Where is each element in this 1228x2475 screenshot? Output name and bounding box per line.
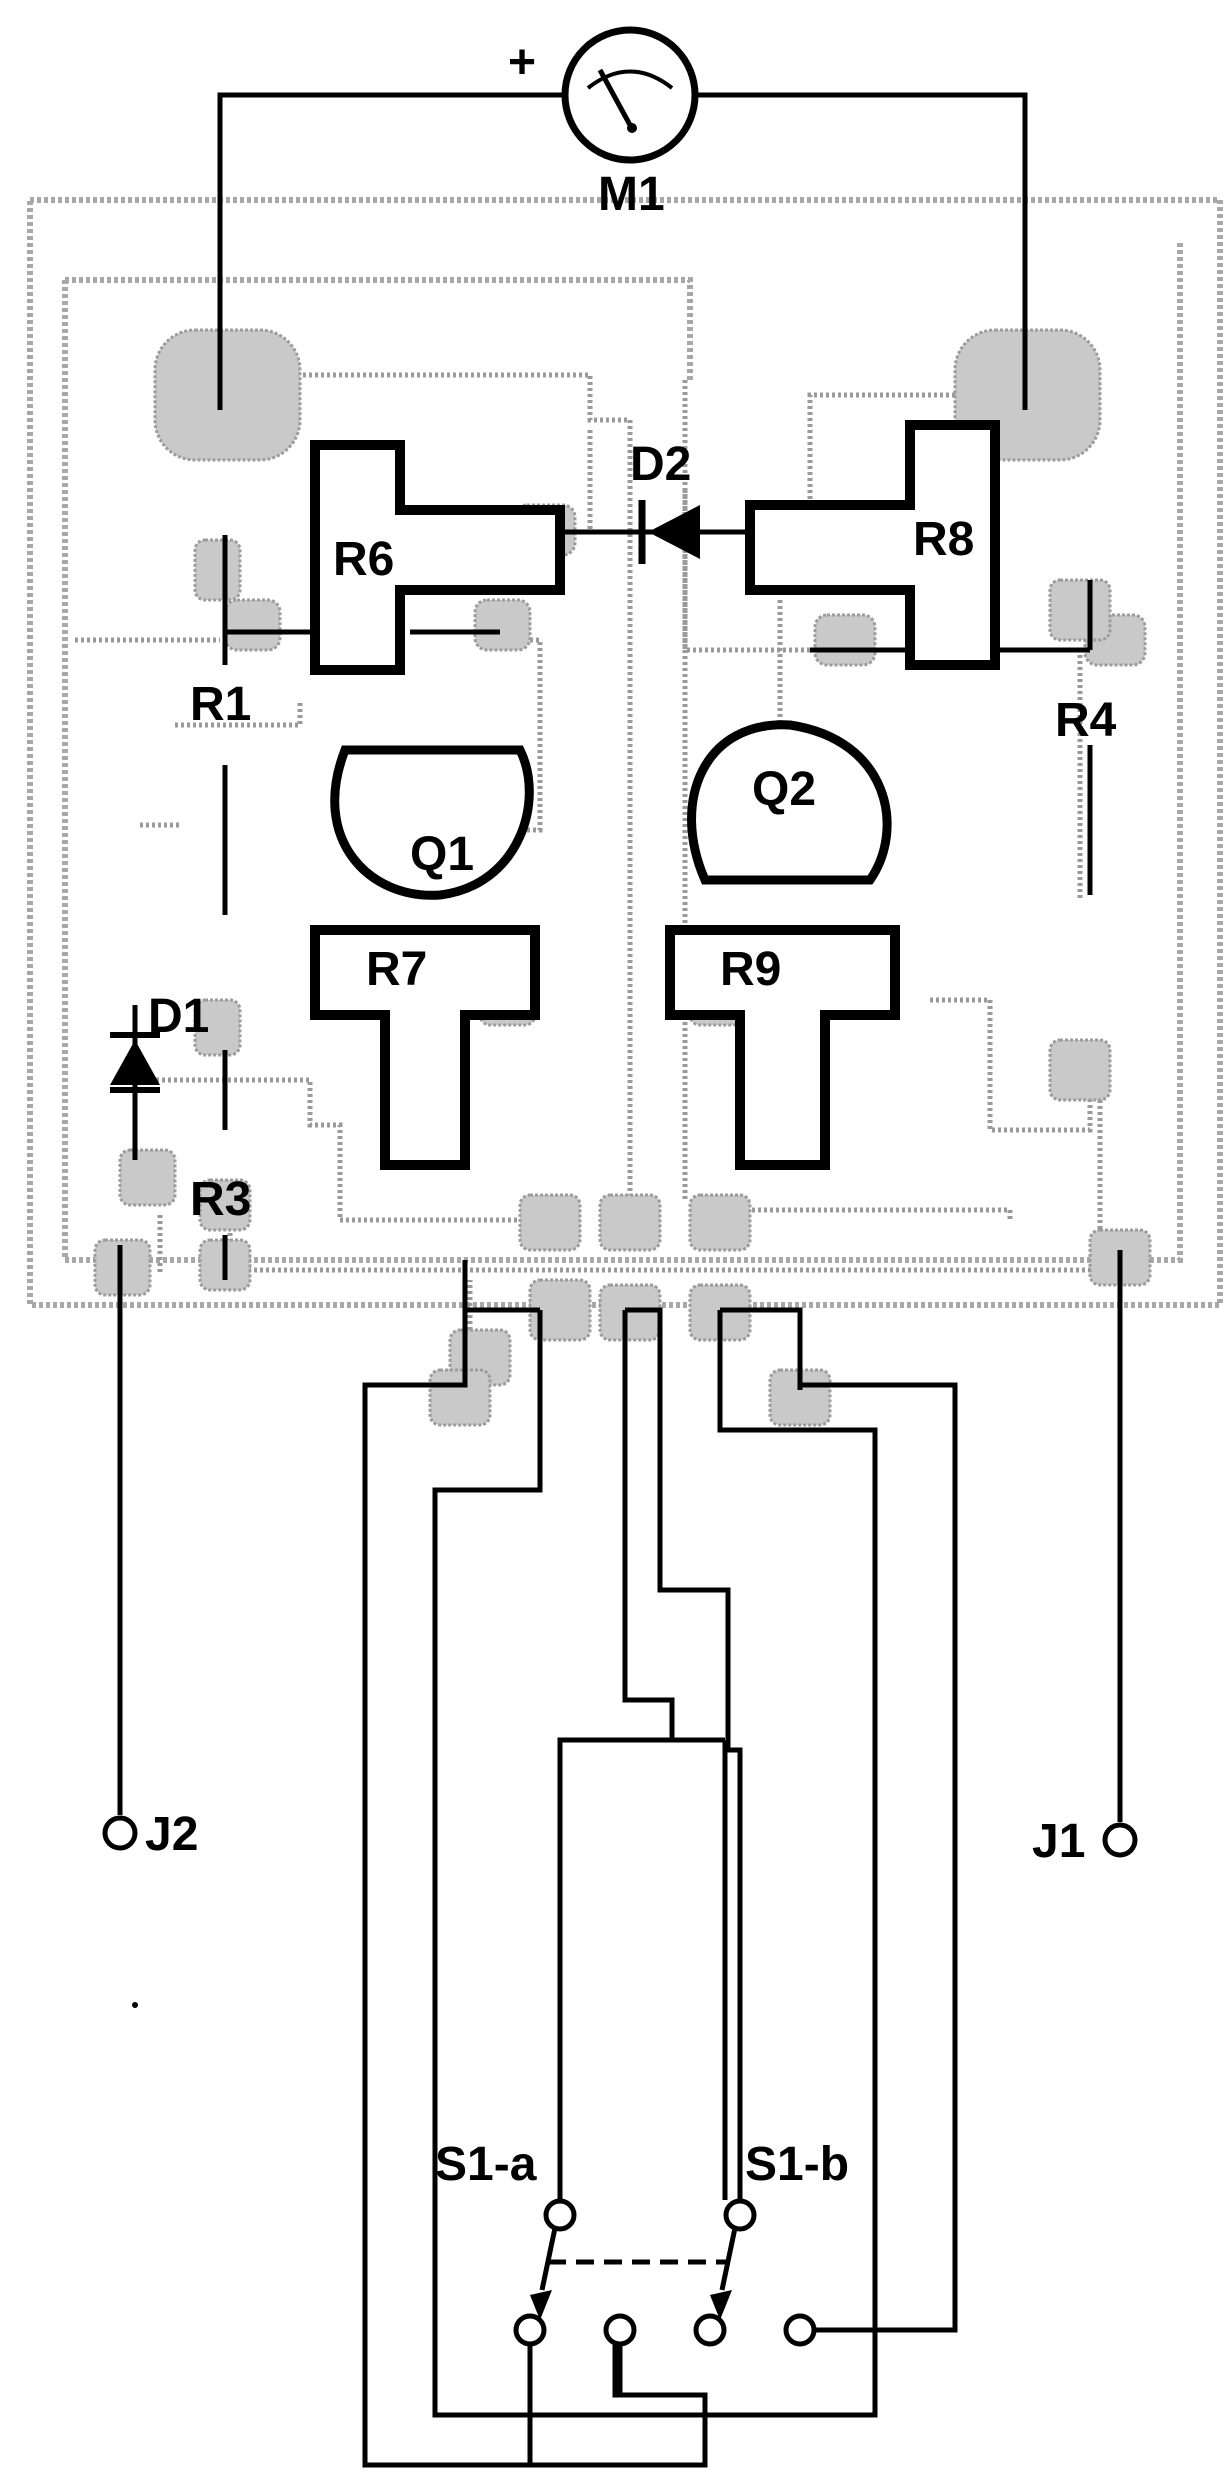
d1-label: D1 <box>148 990 209 1043</box>
r9-label: R9 <box>720 943 781 996</box>
jack-j1: J1 <box>1032 1250 1138 1868</box>
j1-label: J1 <box>1032 1815 1085 1868</box>
resistor-r1: R1 <box>190 535 251 915</box>
transistor-q1: Q1 <box>330 745 534 900</box>
trimmer-r6: R6 <box>310 440 565 675</box>
jack-j2: J2 <box>102 1245 198 1861</box>
transistor-q2: Q2 <box>687 720 892 885</box>
q2-label: Q2 <box>752 763 816 816</box>
r3-label: R3 <box>190 1173 251 1226</box>
resistor-r3: R3 <box>190 1050 251 1280</box>
s1a-label: S1-a <box>435 2138 537 2191</box>
meter-plus-label: + <box>508 36 536 89</box>
stray-mark <box>132 2002 138 2008</box>
meter-label: M1 <box>598 168 665 221</box>
s1b-label: S1-b <box>745 2138 849 2191</box>
r8-label: R8 <box>913 513 974 566</box>
trimmer-r9: R9 <box>665 925 900 1170</box>
r6-label: R6 <box>333 533 394 586</box>
circuit-board <box>27 197 1223 1308</box>
r7-label: R7 <box>366 943 427 996</box>
meter-m1: + M1 <box>217 26 1028 410</box>
resistor-r4: R4 <box>1055 580 1117 895</box>
r4-label: R4 <box>1055 694 1117 747</box>
switch-s1: S1-a S1-b <box>435 2138 849 2465</box>
trimmer-r8: R8 <box>745 420 1000 670</box>
q1-label: Q1 <box>410 828 474 881</box>
r1-label: R1 <box>190 678 251 731</box>
d2-label: D2 <box>630 438 691 491</box>
trimmer-r7: R7 <box>310 925 540 1170</box>
switch-s1-wiring <box>362 1260 958 2468</box>
j2-label: J2 <box>145 1808 198 1861</box>
diode-d1: D1 <box>110 990 209 1160</box>
